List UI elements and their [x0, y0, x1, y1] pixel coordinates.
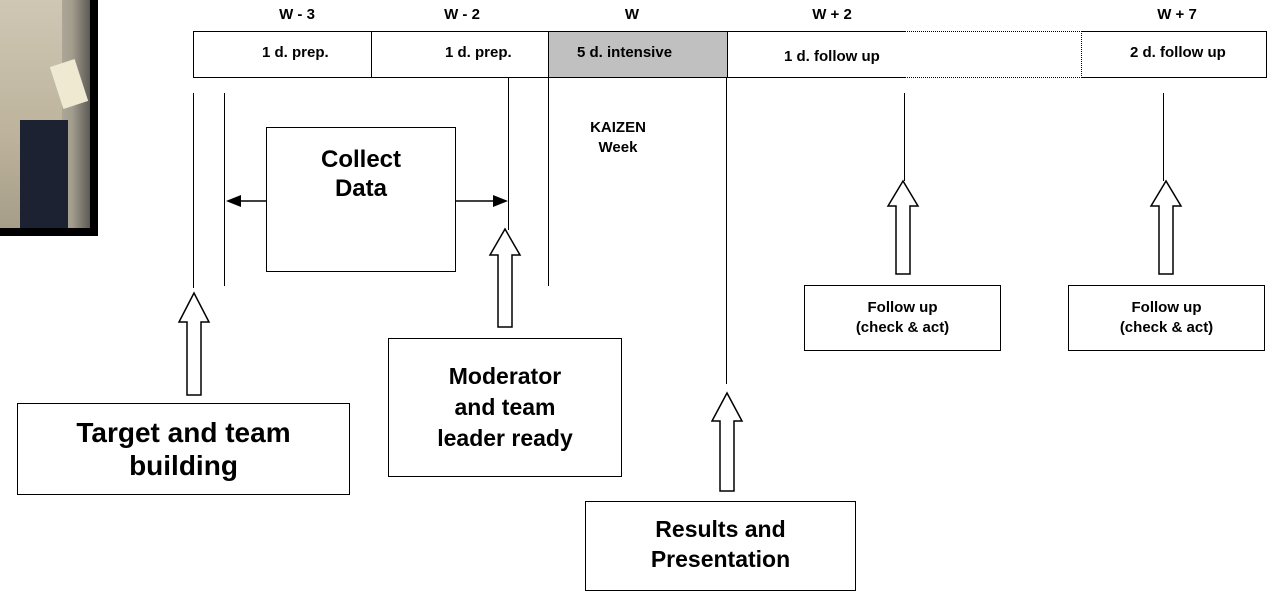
person-photo [0, 0, 98, 236]
target-vertical-line [193, 93, 194, 288]
moderator-ready-box: Moderator and team leader ready [388, 338, 622, 477]
collect-data-box: Collect Data [266, 127, 456, 272]
results-vertical-line [726, 78, 727, 384]
follow-up-1-line-1: Follow up [867, 299, 938, 316]
follow-up-2-up-arrow [1149, 179, 1183, 275]
segment-label-prep-1: 1 d. prep. [262, 44, 329, 61]
segment-label-follow-up-2: 2 d. follow up [1130, 44, 1226, 61]
moderator-line-3: leader ready [437, 425, 573, 451]
follow-up-1-vertical-line [904, 93, 905, 181]
segment-label-prep-2: 1 d. prep. [445, 44, 512, 61]
follow-up-2-line-2: (check & act) [1119, 319, 1214, 336]
results-presentation-box: Results and Presentation [585, 501, 856, 591]
target-line-2: building [129, 450, 238, 481]
segment-prep-2 [371, 31, 549, 78]
results-up-arrow [710, 391, 744, 492]
segment-label-follow-up-1: 1 d. follow up [784, 48, 880, 65]
segment-follow-up-1 [727, 31, 905, 78]
week-label-w: W [624, 6, 640, 23]
collect-line-1: Collect [320, 146, 401, 173]
collect-line-2: Data [334, 175, 387, 202]
week-start-vertical-line [548, 78, 549, 286]
week-label-w2: W - 2 [444, 6, 480, 23]
follow-up-2-vertical-line [1163, 93, 1164, 181]
target-team-building-box: Target and team building [17, 403, 350, 495]
collect-left-vertical-line [224, 93, 225, 286]
week-label-w3: W - 3 [279, 6, 315, 23]
photo-scene [0, 0, 90, 228]
moderator-line-1: Moderator [448, 363, 562, 389]
photo-legs [20, 120, 68, 228]
week-label-w-plus-7: W + 7 [1157, 6, 1197, 23]
follow-up-1-up-arrow [886, 179, 920, 275]
moderator-up-arrow [488, 227, 522, 328]
segment-label-intensive: 5 d. intensive [577, 44, 673, 61]
follow-up-2-line-1: Follow up [1131, 299, 1202, 316]
results-line-2: Presentation [650, 546, 791, 572]
segment-prep-1 [193, 31, 372, 78]
week-label-w-plus-2: W + 2 [812, 6, 852, 23]
target-up-arrow [177, 291, 211, 396]
target-line-1: Target and team [76, 417, 291, 448]
segment-follow-up-2 [1081, 31, 1267, 78]
kaizen-week-label: KAIZEN Week [578, 118, 658, 158]
results-line-1: Results and [655, 516, 786, 542]
kaizen-line-1: KAIZEN [590, 119, 646, 136]
segment-gap [904, 31, 1082, 78]
follow-up-1-box: Follow up (check & act) [804, 285, 1001, 351]
moderator-vertical-line [508, 78, 509, 230]
collect-left-arrow [226, 195, 266, 207]
follow-up-2-box: Follow up (check & act) [1068, 285, 1265, 351]
follow-up-1-line-2: (check & act) [855, 319, 950, 336]
kaizen-line-2: Week [598, 139, 638, 156]
moderator-line-2: and team [454, 394, 556, 420]
collect-right-arrow [456, 195, 508, 207]
segment-intensive [548, 31, 728, 78]
